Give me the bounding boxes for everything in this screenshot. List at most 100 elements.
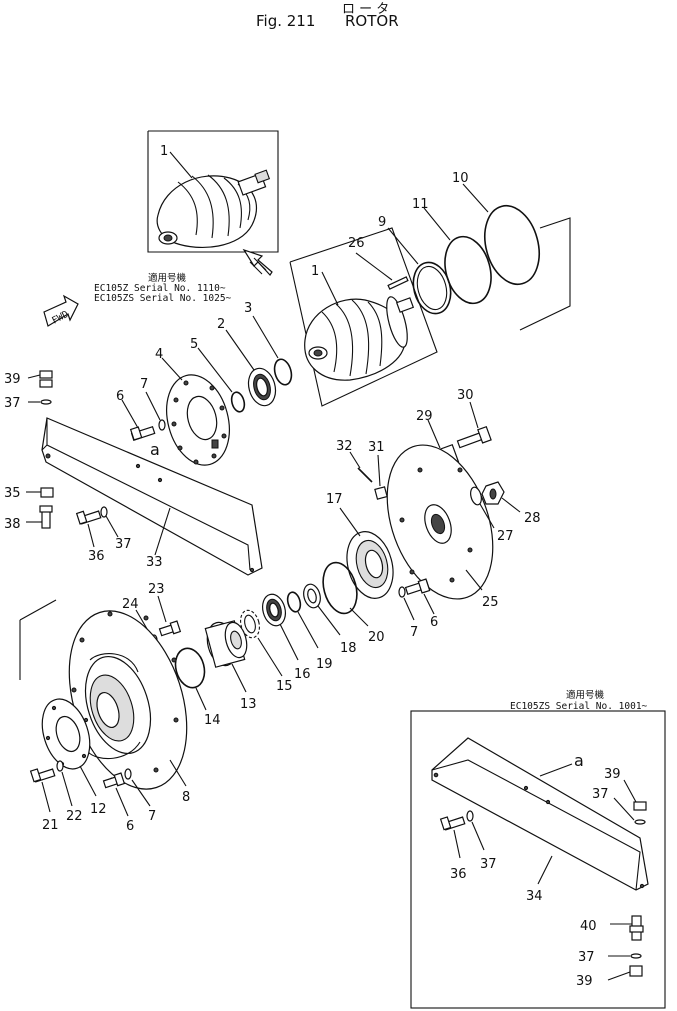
part-14-oring: 14 [174,647,221,728]
part-5-ring: 5 [190,337,246,413]
ref-a-inset: a [574,751,584,770]
part-37-washer-upper: 37 [4,396,52,411]
part-9-ring: 9 [378,215,452,315]
label-39-inset-bottom: 39 [576,974,593,989]
inset-box: 適用号機 EC105ZS Serial No. 1001~ a 34 36 37… [410,689,666,1009]
label-37-left: 37 [115,537,132,552]
label-29: 29 [416,409,433,424]
label-40: 40 [580,919,597,934]
part-27-washer: 27 [470,486,514,544]
main-rotor-box: 1 [289,227,438,407]
part-7-washer-right: 7 [398,586,418,640]
label-6-bottom: 6 [126,819,134,834]
label-36-left: 36 [88,549,105,564]
part-7-washer-bottom: 7 [124,768,156,824]
label-19: 19 [316,657,333,672]
part-32-pin: 32 [336,439,373,483]
label-38: 38 [4,517,21,532]
part-31-nut: 31 [368,440,388,500]
label-2: 2 [217,317,225,332]
label-37-inset-bottom: 37 [578,950,595,965]
label-7-right: 7 [410,625,418,640]
label-13: 13 [240,697,257,712]
detail-arrow-icon [242,248,273,276]
label-33: 33 [146,555,163,570]
part-16-bearing: 16 [261,593,311,682]
label-25: 25 [482,595,499,610]
part-6-bolt-right: 6 [404,578,438,630]
label-37-inset-top: 37 [592,787,609,802]
part-20-oring: 20 [322,561,385,645]
label-31: 31 [368,440,385,455]
fwd-arrow-icon: FWD [43,294,79,327]
serial-line2-top: EC105ZS Serial No. 1025~ [94,293,232,304]
label-15: 15 [276,679,293,694]
label-6-upper: 6 [116,389,124,404]
part-13-hub: 13 [204,620,257,712]
label-37-inset-left: 37 [480,857,497,872]
label-39-upper: 39 [4,372,21,387]
label-35: 35 [4,486,21,501]
part-28-nut: 28 [481,481,541,526]
part-18-ring: 18 [303,583,357,656]
label-16: 16 [294,667,311,682]
serial-heading-inset: 適用号機 [566,689,605,701]
label-17: 17 [326,492,343,507]
part-38-bolt: 38 [4,505,53,532]
label-8: 8 [182,790,190,805]
label-22: 22 [66,809,83,824]
label-9: 9 [378,215,386,230]
label-7-bottom: 7 [148,809,156,824]
serial-line-inset: EC105ZS Serial No. 1001~ [510,701,648,712]
part-4-flange: 4 [155,347,230,466]
rotor-detail-box: 1 [147,130,279,253]
ref-a-main: a [150,440,160,459]
serial-line1-top: EC105Z Serial No. 1110~ [94,283,226,294]
part-23-bolt: 23 [148,582,182,637]
figure-number: Fig. 211 [256,12,315,30]
label-30: 30 [457,388,474,403]
part-11-oring: 11 [412,197,492,305]
part-7-washer-upper: 7 [140,377,166,431]
label-21: 21 [42,818,59,833]
part-6-bolt-upper: 6 [116,389,156,441]
part-33-bracket: 33 [41,417,263,576]
label-28: 28 [524,511,541,526]
part-3-snap-ring: 3 [244,301,293,386]
part-10-oring: 10 [452,171,540,286]
label-27: 27 [497,529,514,544]
part-25-cover: 25 [386,444,499,610]
label-20: 20 [368,630,385,645]
label-18: 18 [340,641,357,656]
part-37-washer-left: 37 [100,506,132,552]
part-19-ring: 19 [286,591,333,672]
label-11: 11 [412,197,429,212]
label-32: 32 [336,439,353,454]
label-10: 10 [452,171,469,186]
label-36-inset: 36 [450,867,467,882]
title-kana: ロ ー タ [342,2,389,17]
figure-title: ROTOR [345,12,399,30]
part-8-housing: 8 [19,599,190,805]
part-39-nut-upper: 39 [4,370,53,388]
serial-heading-top: 適用号機 [148,272,187,284]
part-21-bolt: 21 [29,768,59,833]
part-36-bolt-left: 36 [75,510,105,564]
part-12-ring: 12 [41,698,107,817]
part-15-lockwasher: 15 [240,609,293,694]
part-6-bolt-bottom: 6 [102,772,134,834]
label-4: 4 [155,347,163,362]
part-35-nut: 35 [4,486,54,501]
label-24: 24 [122,597,139,612]
label-14: 14 [204,713,221,728]
label-34: 34 [526,889,543,904]
label-37-upper: 37 [4,396,21,411]
main-rotor-drawing [304,296,415,381]
part-30-bolt: 30 [456,388,492,449]
label-7-upper: 7 [140,377,148,392]
bracket-line-upper [519,217,571,331]
label-5: 5 [190,337,198,352]
part-26-pin: 26 [348,236,409,290]
label-12: 12 [90,802,107,817]
